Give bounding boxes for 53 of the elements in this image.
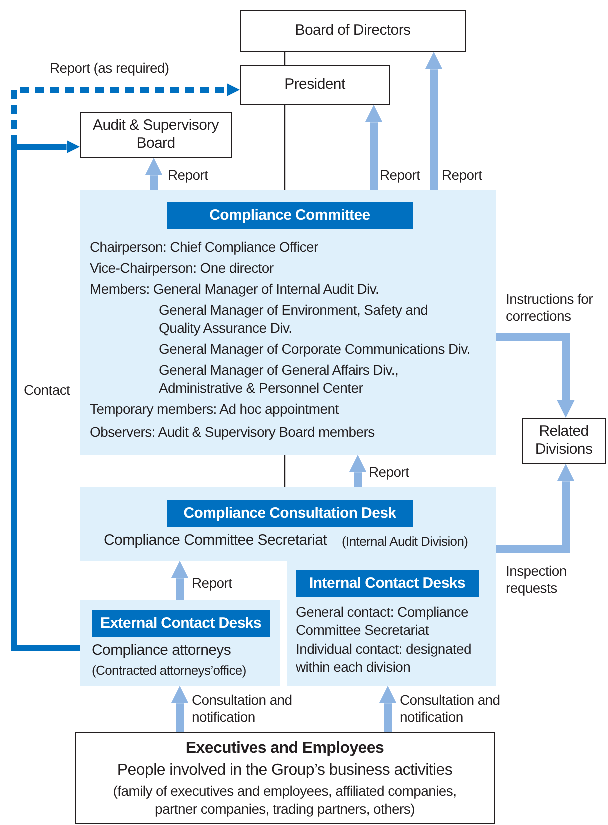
arrow — [496, 333, 575, 418]
box-label: People involved in the Group’s business activities — [117, 761, 453, 781]
arrow — [349, 455, 367, 487]
desk-panel — [80, 487, 496, 561]
connector-line — [284, 105, 286, 190]
body-text: Observers: Audit & Supervisory Board members — [90, 423, 375, 441]
arrow — [496, 464, 575, 553]
edge-label: Report — [442, 167, 482, 184]
arrow — [171, 561, 189, 600]
body-text: Temporary members: Ad hoc appointment — [90, 400, 339, 418]
committee-panel — [80, 190, 496, 455]
body-text: General Manager of Environment, Safety and Quality Assurance Div. — [159, 301, 430, 337]
body-text: General Manager of Corporate Communications Div. — [159, 340, 470, 358]
arrow — [365, 105, 383, 190]
body-text: (Internal Audit Division) — [342, 533, 468, 551]
org-box — [75, 732, 495, 824]
heading-bar: External Contact Desks — [92, 610, 270, 637]
body-text: General contact: Compliance Committee Secretariat — [296, 603, 470, 639]
arrow — [379, 686, 397, 732]
box-label: Related Divisions — [534, 423, 594, 459]
desk-panel — [287, 560, 496, 686]
body-text: Members: General Manager of Internal Audit Div. — [90, 280, 380, 298]
body-text: (Contracted attorneys’office) — [92, 662, 246, 680]
edge-label: Report — [192, 575, 232, 592]
heading-bar: Compliance Consultation Desk — [167, 500, 413, 527]
edge-label: Report — [369, 464, 410, 481]
arrow — [11, 140, 80, 651]
box-label: Audit & Supervisory Board — [92, 117, 220, 153]
arrow — [425, 52, 443, 190]
org-box — [240, 10, 466, 52]
body-text: Compliance attorneys — [92, 642, 232, 660]
box-label: President — [284, 76, 346, 94]
arrow — [171, 686, 189, 732]
arrow — [145, 158, 163, 190]
body-text: Compliance Committee Secretariat — [104, 532, 327, 550]
edge-label: Report (as required) — [50, 60, 170, 77]
desk-panel — [80, 600, 280, 686]
connector-line — [284, 455, 286, 487]
heading-bar: Internal Contact Desks — [296, 570, 479, 597]
body-text: Vice-Chairperson: One director — [90, 259, 274, 277]
edge-label: Report — [380, 167, 420, 184]
org-box — [240, 65, 390, 105]
org-box — [522, 418, 606, 464]
edge-label: Report — [168, 167, 208, 184]
body-text: Individual contact: designated within each division — [296, 640, 472, 676]
body-text: Chairperson: Chief Compliance Officer — [90, 238, 318, 256]
heading-bar: Compliance Committee — [167, 202, 413, 229]
box-label: (family of executives and employees, affiliated companies, partner companies, trading partners, others) — [112, 782, 458, 818]
connector-line — [284, 52, 286, 65]
box-label: Board of Directors — [295, 22, 411, 40]
body-text: General Manager of General Affairs Div., Administrative & Personnel Center — [159, 361, 400, 397]
box-label: Executives and Employees — [186, 739, 384, 759]
org-box — [80, 112, 232, 158]
